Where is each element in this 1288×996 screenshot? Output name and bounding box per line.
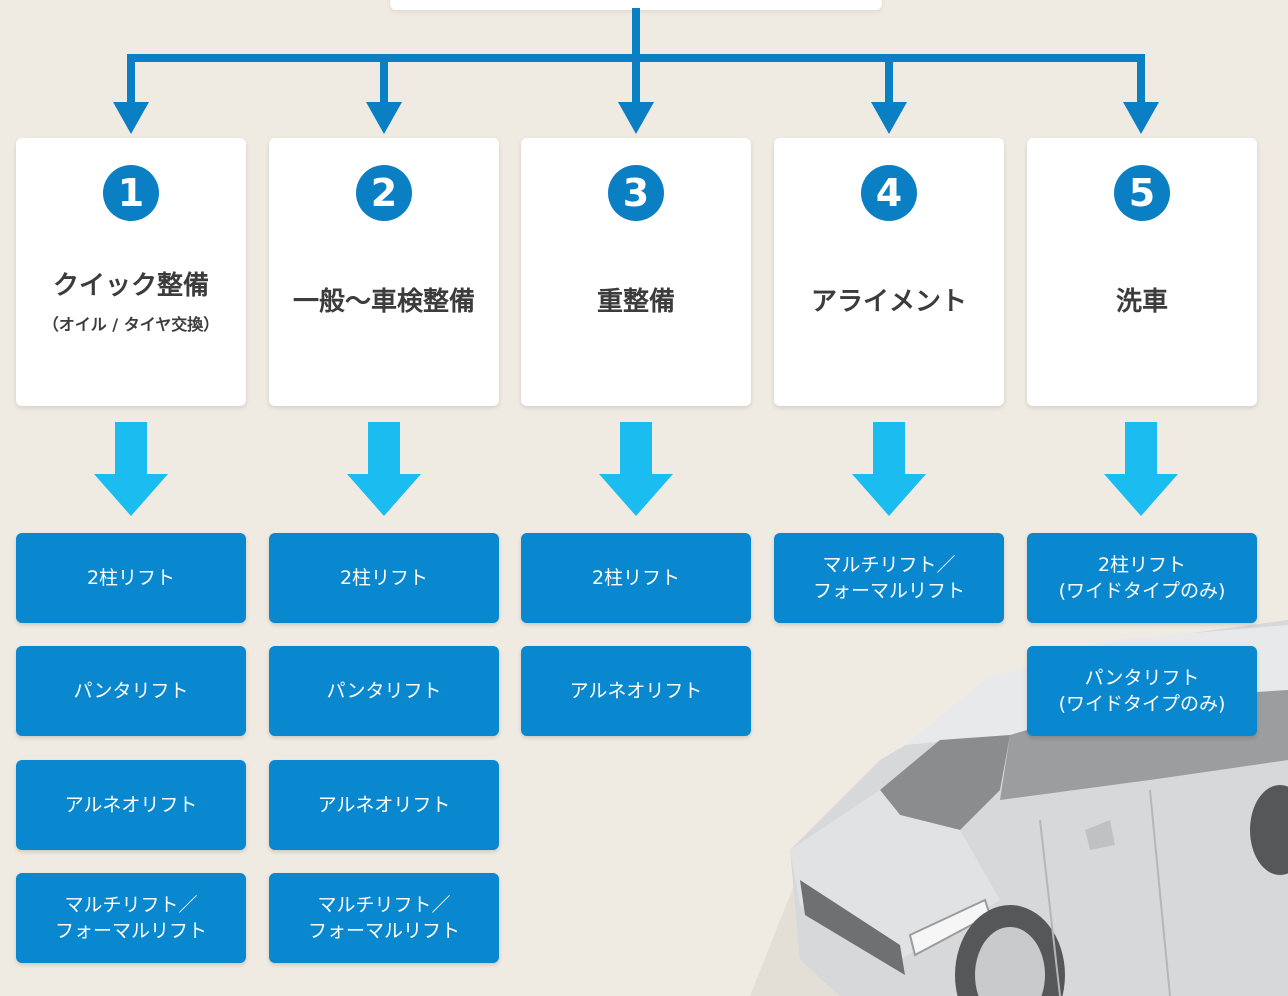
connector-arrow-1 [113,102,149,134]
lift-label: アルネオリフト [64,794,198,816]
number-badge-2: 2 [356,165,412,221]
lift-box-5-1: 2柱リフト (ワイドタイプのみ) [1027,533,1257,623]
category-card-2: 2 一般～車検整備 [269,138,499,406]
lift-label: パンタリフト [326,680,442,702]
category-title-4: アライメント [810,287,967,317]
lift-box-2-1: 2柱リフト [269,533,499,623]
connector-arrow-2 [366,102,402,134]
lift-label: フォーマルリフト [307,920,460,942]
lift-box-1-2: パンタリフト [16,646,246,736]
lift-label: 2柱リフト [86,567,176,589]
lift-label: パンタリフト [73,680,189,702]
lift-box-2-4: マルチリフト／ フォーマルリフト [269,873,499,963]
lift-label: アルネオリフト [317,794,451,816]
lift-box-1-1: 2柱リフト [16,533,246,623]
lift-label: 2柱リフト [1097,554,1187,576]
lift-box-3-1: 2柱リフト [521,533,751,623]
category-title-5: 洗車 [1115,287,1168,317]
category-card-5: 5 洗車 [1027,138,1257,406]
number-badge-1: 1 [103,165,159,221]
connector-tree [113,8,1159,134]
lift-label: マルチリフト／ [64,894,198,916]
lift-label: フォーマルリフト [54,920,207,942]
category-card-4: 4 アライメント [774,138,1004,406]
lift-box-2-2: パンタリフト [269,646,499,736]
number-badge-5: 5 [1114,165,1170,221]
lift-box-4-1: マルチリフト／ フォーマルリフト [774,533,1004,623]
lift-box-1-3: アルネオリフト [16,760,246,850]
lift-label: フォーマルリフト [812,580,965,602]
lift-box-1-4: マルチリフト／ フォーマルリフト [16,873,246,963]
category-title-2: 一般～車検整備 [292,287,475,317]
category-card-1: 1 クイック整備 （オイル / タイヤ交換） [16,138,246,406]
connector-arrow-4 [871,102,907,134]
lift-label: 2柱リフト [591,567,681,589]
connector-arrow-3 [618,102,654,134]
lift-label: アルネオリフト [569,680,703,702]
lift-box-2-3: アルネオリフト [269,760,499,850]
lift-label: (ワイドタイプのみ) [1058,693,1226,715]
lift-label: パンタリフト [1084,667,1200,689]
down-arrow-1 [94,422,168,516]
root-box [390,0,882,10]
down-arrows [94,422,1178,516]
down-arrow-5 [1104,422,1178,516]
lift-label: マルチリフト／ [317,894,451,916]
category-card-3: 3 重整備 [521,138,751,406]
lift-box-3-2: アルネオリフト [521,646,751,736]
lift-label: (ワイドタイプのみ) [1058,580,1226,602]
lift-box-5-2: パンタリフト (ワイドタイプのみ) [1027,646,1257,736]
lift-label: マルチリフト／ [822,554,956,576]
connector-arrow-5 [1123,102,1159,134]
number-badge-4: 4 [861,165,917,221]
category-subtitle-1: （オイル / タイヤ交換） [42,315,220,334]
category-title-3: 重整備 [596,287,675,317]
lift-label: 2柱リフト [339,567,429,589]
number-badge-3: 3 [608,165,664,221]
category-title-1: クイック整備 [52,271,209,301]
down-arrow-4 [852,422,926,516]
down-arrow-3 [599,422,673,516]
down-arrow-2 [347,422,421,516]
